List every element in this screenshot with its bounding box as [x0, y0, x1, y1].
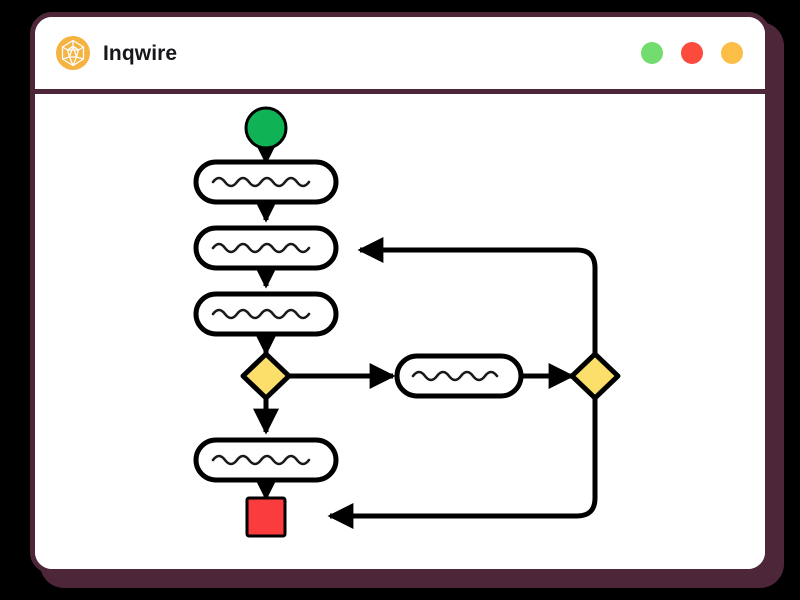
- node-step1[interactable]: [193, 159, 339, 205]
- node-start-circle[interactable]: [244, 106, 288, 150]
- node-step3[interactable]: [193, 291, 339, 337]
- flowchart-diagram[interactable]: [35, 94, 765, 569]
- node-step4-squiggle-label: [211, 454, 311, 466]
- diagram-canvas[interactable]: [35, 94, 765, 569]
- edge-merge-to-end: [327, 396, 598, 529]
- window-dot-green-icon[interactable]: [641, 42, 663, 64]
- window-titlebar: Inqwire: [35, 17, 765, 89]
- node-merge-diamond[interactable]: [569, 351, 621, 401]
- window-controls: [641, 42, 743, 64]
- node-end-square[interactable]: [245, 496, 287, 538]
- node-decision-diamond[interactable]: [240, 351, 292, 401]
- app-title: Inqwire: [103, 41, 178, 65]
- node-step1-squiggle-label: [211, 176, 311, 188]
- node-branch-squiggle-label: [411, 370, 499, 382]
- node-step4[interactable]: [193, 437, 339, 483]
- app-window: Inqwire: [30, 12, 770, 574]
- node-step2[interactable]: [193, 225, 339, 271]
- edge-group: [253, 138, 598, 529]
- polygon-network-logo-icon: [56, 36, 90, 70]
- window-dot-yellow-icon[interactable]: [721, 42, 743, 64]
- node-step2-squiggle-label: [211, 242, 311, 254]
- node-step3-squiggle-label: [211, 308, 311, 320]
- titlebar-divider: [35, 89, 765, 94]
- brand: Inqwire: [55, 35, 177, 71]
- edge-merge-loopback-to-step2: [357, 237, 598, 356]
- window-dot-red-icon[interactable]: [681, 42, 703, 64]
- node-branch[interactable]: [394, 353, 524, 399]
